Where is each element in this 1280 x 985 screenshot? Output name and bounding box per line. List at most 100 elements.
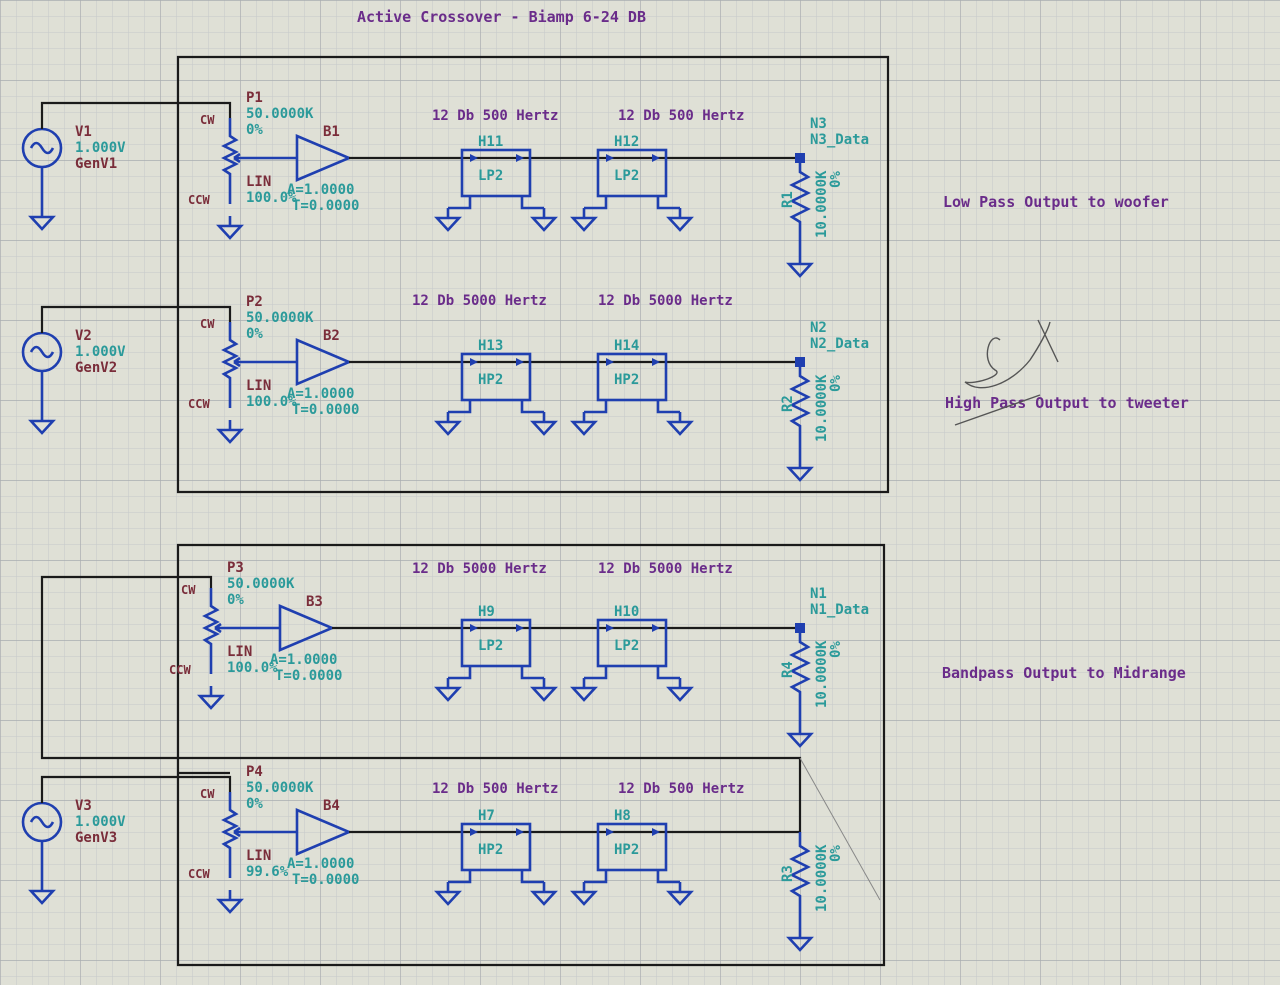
pot-ccw-label: CCW	[188, 397, 210, 411]
pot-lin-label: LIN	[246, 378, 271, 394]
filter-ground-icon	[666, 412, 694, 436]
resistor-name: R2	[780, 395, 796, 412]
filter-type: HP2	[478, 842, 503, 858]
source-generator: GenV2	[75, 360, 117, 376]
row-woofer: V11.000VGenV1P150.0000K0%CWCCWLIN100.0%B…	[21, 90, 1169, 278]
filter-name: H12	[614, 134, 639, 150]
resistor-ground-icon	[786, 928, 814, 952]
filter-spec-label: 12 Db 5000 Hertz	[412, 561, 547, 577]
node-data: N1_Data	[810, 602, 869, 618]
filter-type: HP2	[614, 842, 639, 858]
filter-ground-icon	[570, 678, 598, 702]
pot-percent: 0%	[246, 796, 263, 812]
buffer-gain: A=1.0000	[287, 856, 354, 872]
buffer-name: B1	[323, 124, 340, 140]
buffer-name: B2	[323, 328, 340, 344]
pot-value: 50.0000K	[227, 576, 295, 592]
filter-ground-icon	[570, 208, 598, 232]
filter-spec-label: 12 Db 500 Hertz	[432, 108, 558, 124]
resistor-name: R4	[780, 661, 796, 678]
source-name: V3	[75, 798, 92, 814]
filter-spec-label: 12 Db 5000 Hertz	[598, 561, 733, 577]
filter-type: LP2	[614, 638, 639, 654]
pot-percent: 0%	[246, 122, 263, 138]
filter-spec-label: 12 Db 500 Hertz	[618, 108, 744, 124]
circuit-rows: V11.000VGenV1P150.0000K0%CWCCWLIN100.0%B…	[21, 90, 1189, 952]
filter-ground-icon	[530, 412, 558, 436]
buffer-name: B3	[306, 594, 323, 610]
stray-line	[799, 757, 881, 901]
buffer-gain: A=1.0000	[270, 652, 337, 668]
filter-ground-icon	[530, 208, 558, 232]
resistor-name: R3	[780, 865, 796, 882]
source-generator: GenV3	[75, 830, 117, 846]
output-description: Bandpass Output to Midrange	[942, 664, 1186, 682]
filter-ground-icon	[570, 412, 598, 436]
output-description: High Pass Output to tweeter	[945, 394, 1189, 412]
resistor-ground-icon	[786, 724, 814, 748]
pot-ground-icon	[216, 890, 244, 914]
node-data: N3_Data	[810, 132, 869, 148]
resistor-value: 10.0000K	[814, 170, 830, 238]
pot-name: P1	[246, 90, 263, 106]
resistor-ground-icon	[786, 254, 814, 278]
filter-ground-icon	[530, 882, 558, 906]
filter-type: LP2	[614, 168, 639, 184]
buffer-delay: T=0.0000	[275, 668, 342, 684]
source-generator: GenV1	[75, 156, 117, 172]
lower-enclosure	[176, 543, 886, 967]
filter-name: H10	[614, 604, 639, 620]
filter-ground-icon	[434, 412, 462, 436]
pot-cw-label: CW	[200, 113, 215, 127]
resistor-percent: 0%	[828, 171, 844, 188]
pot-lin-value: 100.0%	[227, 660, 278, 676]
pot-cw-label: CW	[200, 787, 215, 801]
filter-type: LP2	[478, 168, 503, 184]
pot-ground-icon	[216, 420, 244, 444]
pot-ccw-label: CCW	[188, 867, 210, 881]
pot-cw-label: CW	[200, 317, 215, 331]
filter-type: LP2	[478, 638, 503, 654]
pot-ccw-label: CCW	[188, 193, 210, 207]
pot-lin-value: 100.0%	[246, 394, 297, 410]
node-data: N2_Data	[810, 336, 869, 352]
pot-cw-label: CW	[181, 583, 196, 597]
resistor-percent: 0%	[828, 641, 844, 658]
pot-lin-value: 100.0%	[246, 190, 297, 206]
pot-percent: 0%	[246, 326, 263, 342]
row-midrange: P350.0000K0%CWCCWLIN100.0%B3A=1.0000T=0.…	[169, 560, 1186, 748]
filter-ground-icon	[434, 208, 462, 232]
pot-name: P2	[246, 294, 263, 310]
buffer-delay: T=0.0000	[292, 198, 359, 214]
filter-spec-label: 12 Db 500 Hertz	[618, 781, 744, 797]
buffer-delay: T=0.0000	[292, 402, 359, 418]
source-value: 1.000V	[75, 140, 126, 156]
filter-spec-label: 12 Db 500 Hertz	[432, 781, 558, 797]
filter-ground-icon	[434, 882, 462, 906]
pot-lin-label: LIN	[227, 644, 252, 660]
filter-type: HP2	[614, 372, 639, 388]
pot-value: 50.0000K	[246, 310, 314, 326]
pot-name: P4	[246, 764, 263, 780]
filter-ground-icon	[666, 882, 694, 906]
